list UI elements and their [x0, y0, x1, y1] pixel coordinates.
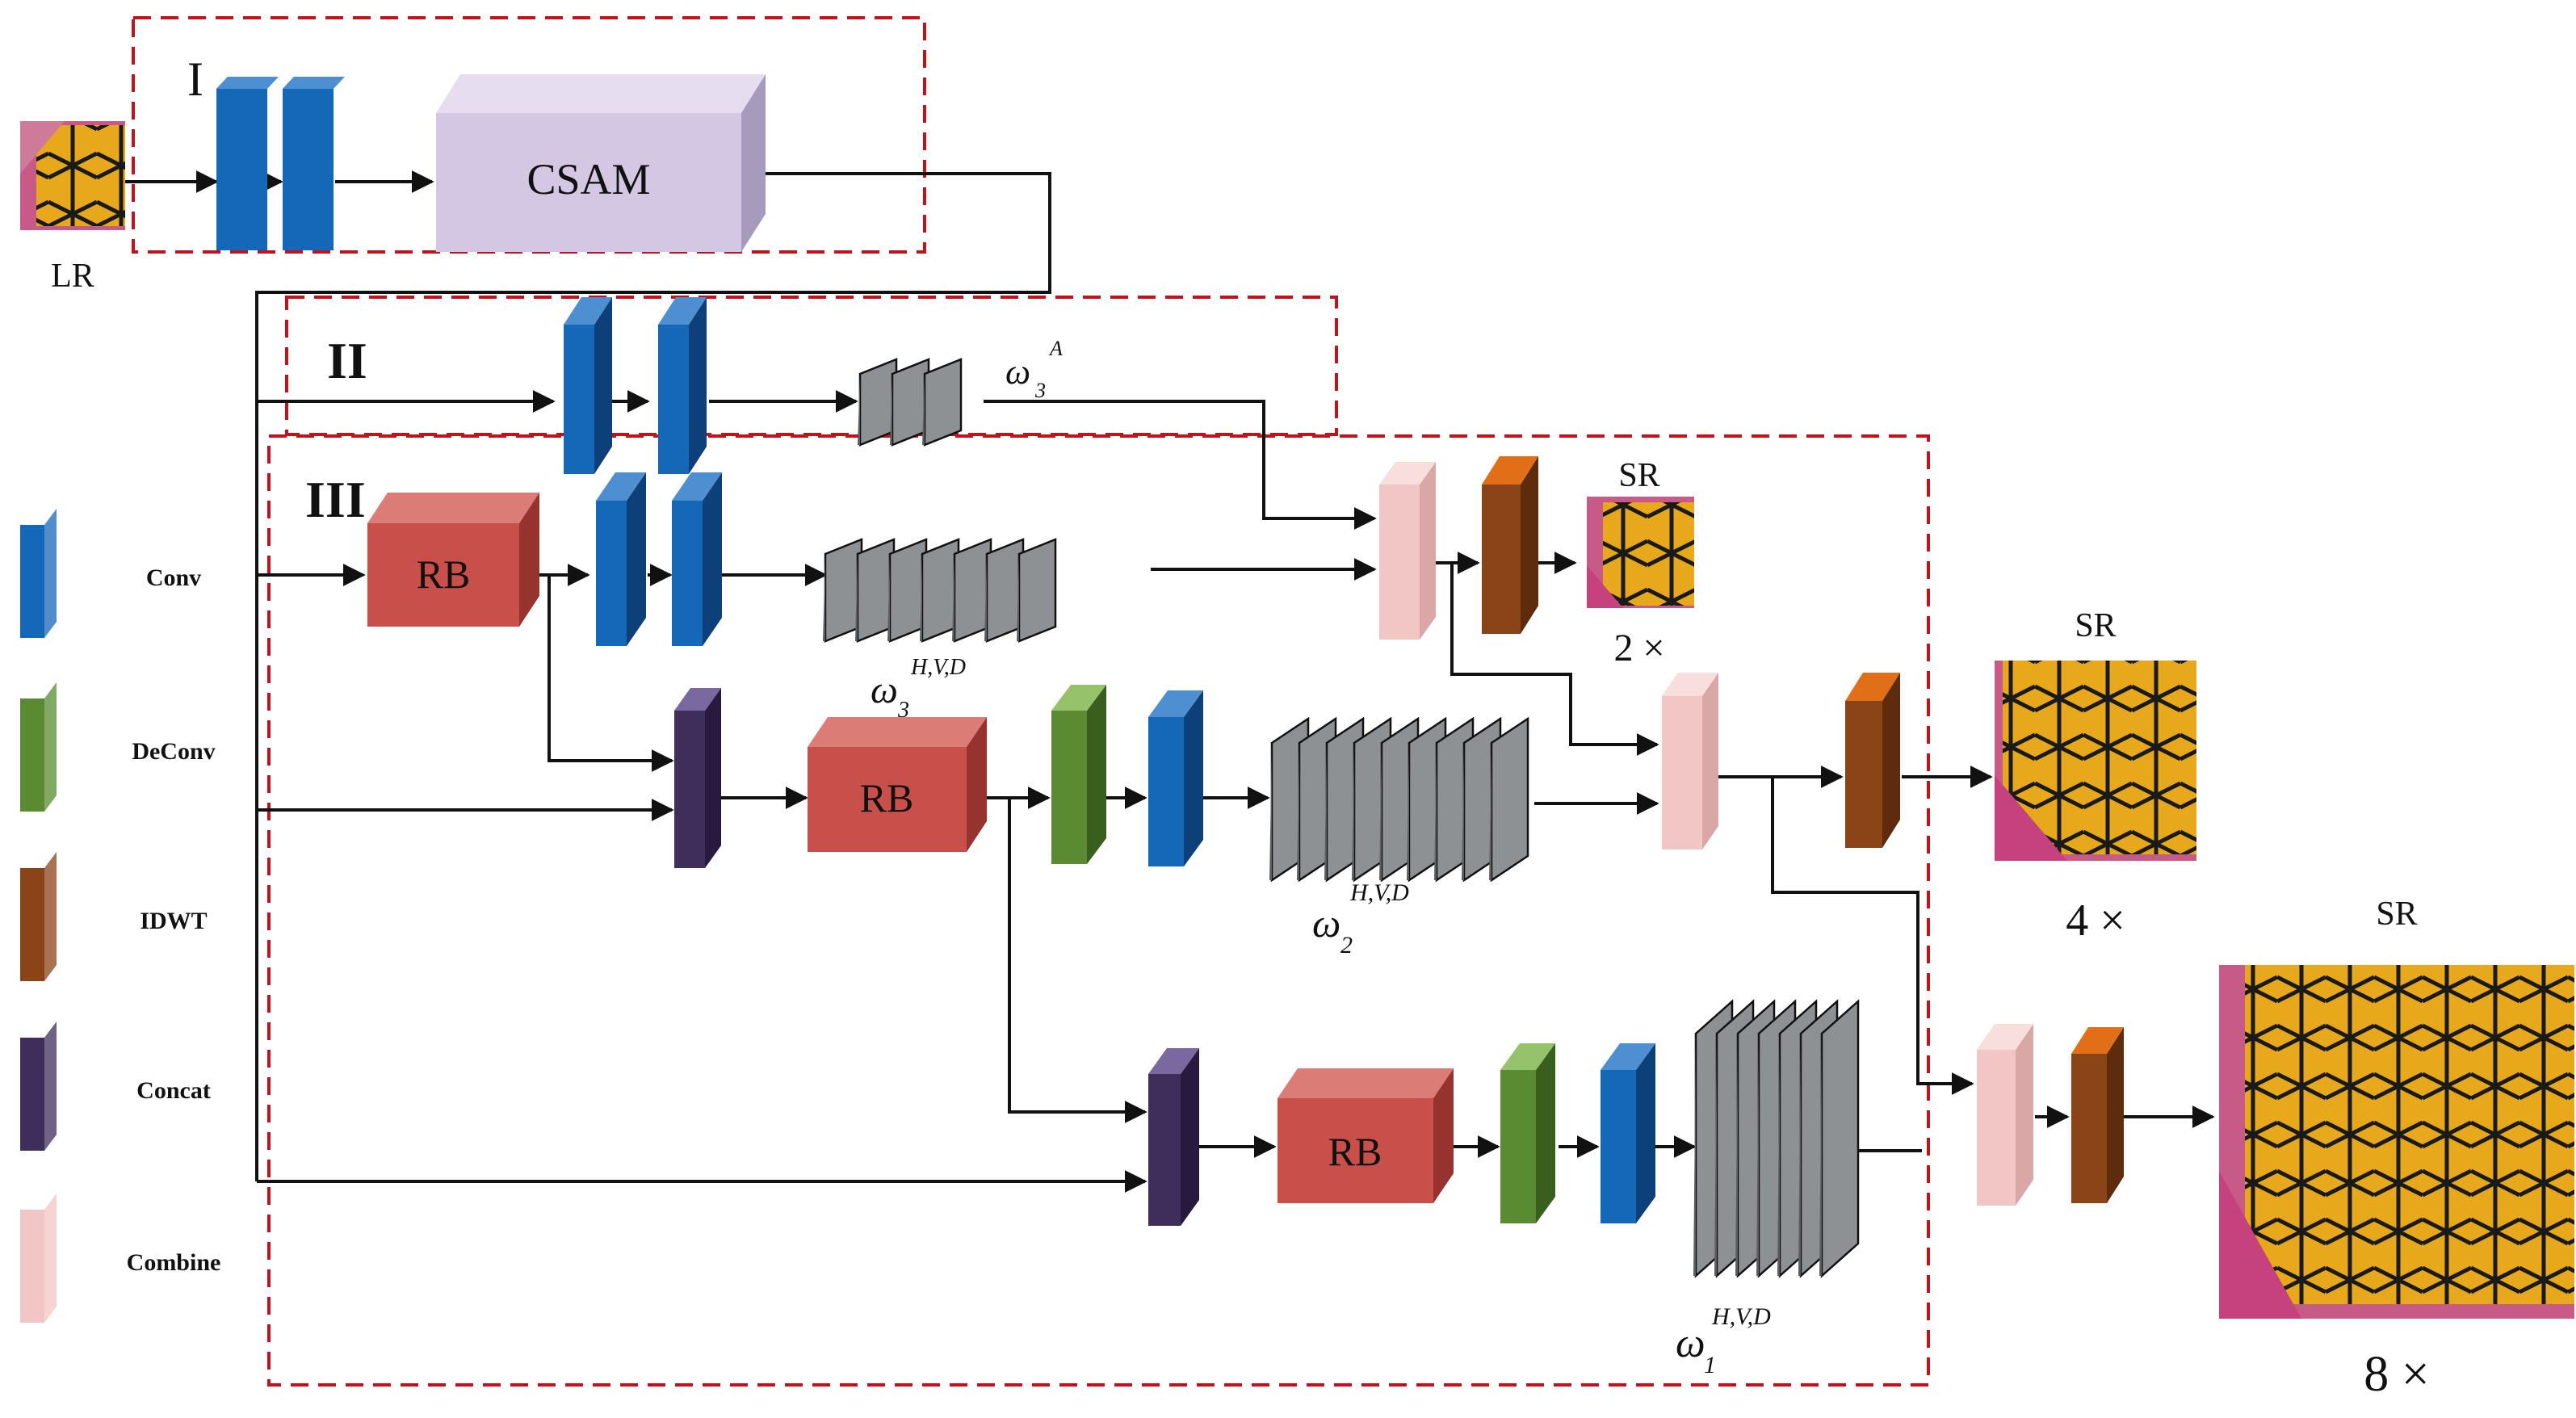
rb-label: RB — [860, 775, 914, 820]
csam-block: CSAM — [436, 74, 766, 252]
conv-layer — [216, 77, 279, 250]
wavelet-stack-w1hvd — [1693, 999, 1860, 1278]
w1hvd-label: ω H,V,D 1 — [1676, 1303, 1771, 1378]
stage1-box — [132, 16, 926, 254]
legend-label: IDWT — [140, 908, 207, 934]
w2hvd-label: ω H,V,D 2 — [1312, 879, 1409, 959]
csam-label: CSAM — [527, 155, 650, 203]
svg-text:ω: ω — [871, 669, 898, 711]
w3hvd-label: ω H,V,D 3 — [871, 655, 966, 723]
svg-text:H,V,D: H,V,D — [1711, 1303, 1771, 1330]
combine-layer — [1662, 673, 1718, 850]
wavelet-stack-w2hvd — [1269, 716, 1529, 883]
lr-label: LR — [51, 258, 94, 295]
legend-swatch — [20, 852, 57, 981]
svg-text:A: A — [1048, 337, 1063, 360]
legend-item-deconv: DeConv — [20, 682, 216, 812]
svg-text:3: 3 — [1034, 379, 1046, 402]
lr-image — [20, 121, 125, 230]
connections — [125, 170, 2215, 1193]
legend-label: Concat — [136, 1077, 211, 1104]
legend-swatch — [20, 1194, 57, 1323]
sr-image-8x — [2219, 965, 2574, 1319]
conv-layer — [283, 77, 345, 250]
svg-text:ω: ω — [1676, 1320, 1705, 1366]
conv-layer — [1601, 1043, 1655, 1223]
sr-label-4x: SR — [2075, 607, 2116, 644]
w3a-label: ω A 3 — [1005, 337, 1063, 402]
scale-8x: 8 × — [2364, 1347, 2429, 1402]
wavelet-stack-w3hvd — [823, 538, 1057, 643]
subband-slice — [984, 538, 1025, 643]
sr-label-2x: SR — [1618, 457, 1659, 494]
conv-layer — [596, 472, 646, 646]
legend-label: DeConv — [132, 738, 215, 765]
rb-block: RB — [808, 717, 987, 852]
deconv-layer — [1051, 685, 1106, 864]
legend-swatch — [20, 1022, 57, 1151]
stage3-label: III — [305, 471, 366, 528]
legend-swatch — [20, 682, 57, 812]
idwt-layer — [2071, 1027, 2124, 1203]
svg-text:1: 1 — [1704, 1352, 1716, 1378]
subband-slice — [1819, 999, 1860, 1278]
stage2-label: II — [327, 332, 367, 389]
combine-layer — [1977, 1024, 2033, 1206]
rb-block: RB — [367, 493, 539, 627]
idwt-layer — [1845, 673, 1900, 848]
wavelet-stack-w3a — [858, 358, 963, 447]
idwt-layer — [1482, 456, 1538, 634]
subband-slice — [1489, 716, 1529, 883]
sr-image-4x — [1995, 661, 2196, 861]
svg-text:ω: ω — [1312, 900, 1340, 946]
rb-label: RB — [1328, 1129, 1382, 1174]
conv-layer — [1148, 690, 1203, 866]
concat-layer — [674, 688, 721, 868]
sr-label-8x: SR — [2376, 896, 2417, 933]
rb-block: RB — [1278, 1068, 1454, 1203]
stage3-box — [267, 434, 1930, 1387]
conv-layer — [564, 297, 612, 474]
svg-text:ω: ω — [1005, 352, 1030, 392]
conv-layer — [658, 297, 707, 474]
scale-2x: 2 × — [1613, 627, 1664, 669]
deconv-layer — [1500, 1043, 1555, 1223]
stage1-label: I — [187, 52, 203, 106]
sr-image-2x — [1587, 497, 1694, 608]
stage2-box — [285, 296, 1338, 436]
subband-slice — [922, 358, 963, 447]
scale-4x: 4 × — [2066, 896, 2125, 946]
legend-item-combine: Combine — [20, 1194, 220, 1323]
svg-text:3: 3 — [897, 698, 909, 723]
legend-label: Conv — [146, 564, 201, 591]
legend-item-concat: Concat — [20, 1022, 211, 1151]
rb-label: RB — [417, 552, 471, 597]
legend-item-conv: Conv — [20, 509, 201, 638]
legend-item-idwt: IDWT — [20, 852, 208, 981]
subband-slice — [1017, 538, 1057, 643]
combine-layer — [1379, 462, 1436, 640]
svg-text:2: 2 — [1340, 932, 1353, 959]
legend-swatch — [20, 509, 57, 638]
svg-text:H,V,D: H,V,D — [1349, 879, 1409, 906]
svg-text:H,V,D: H,V,D — [910, 655, 966, 680]
stage-boxes — [132, 16, 1930, 1387]
concat-layer — [1148, 1048, 1199, 1226]
legend-label: Combine — [127, 1249, 221, 1276]
conv-layer — [672, 472, 722, 646]
